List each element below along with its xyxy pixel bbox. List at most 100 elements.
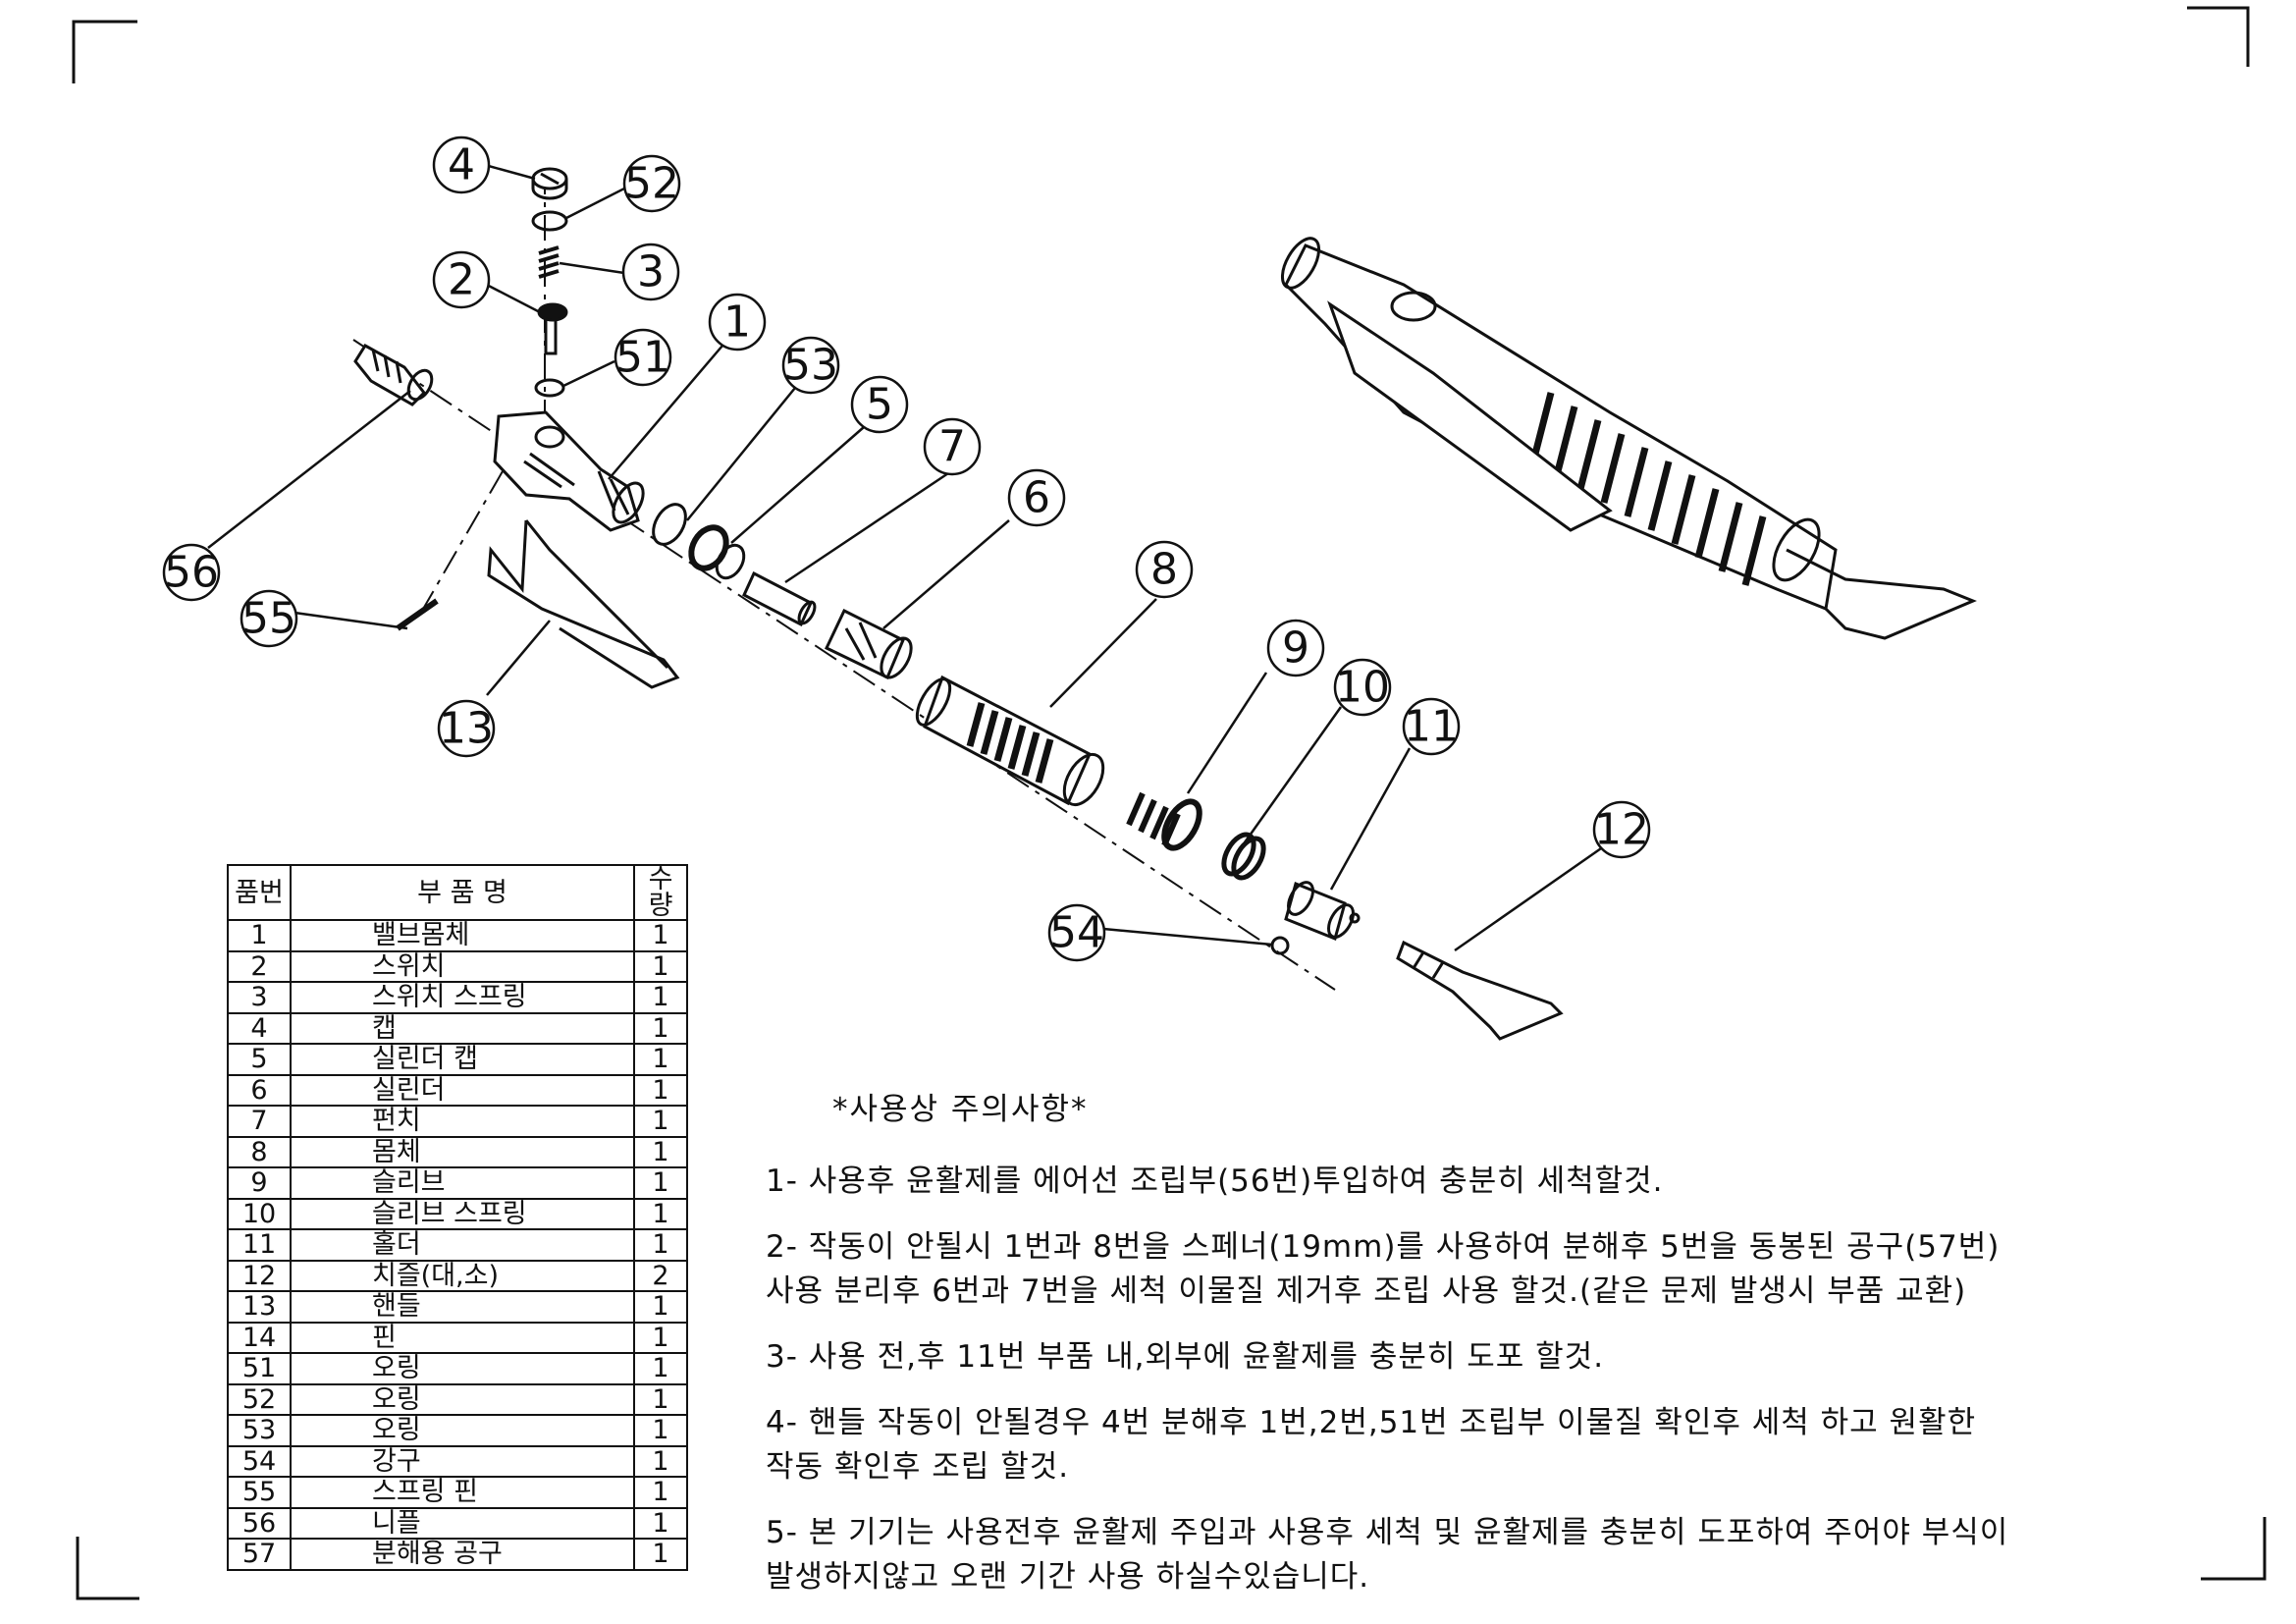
precaution-item: 4- 핸들 작동이 안될경우 4번 분해후 1번,2번,51번 조립부 이물질 …	[766, 1401, 2248, 1489]
part-number-cell: 53	[227, 1414, 292, 1447]
part-name-cell: 펀치	[290, 1105, 635, 1138]
part-name-cell: 캡	[290, 1011, 635, 1045]
callout-52: 52	[622, 154, 681, 213]
part-name-cell: 오링	[290, 1382, 635, 1416]
callout-7: 7	[923, 417, 982, 476]
callout-11: 11	[1402, 697, 1461, 756]
quantity-cell: 1	[633, 1321, 688, 1354]
callout-6: 6	[1007, 468, 1066, 527]
part-number-cell: 2	[227, 949, 292, 983]
part-number-cell: 54	[227, 1444, 292, 1478]
header-part-number: 품번	[227, 864, 292, 921]
callout-12: 12	[1592, 800, 1651, 859]
precaution-item: 2- 작동이 안될시 1번과 8번을 스페너(19mm)를 사용하여 분해후 5…	[766, 1225, 2248, 1314]
part-steel-ball	[1270, 936, 1290, 955]
part-number-cell: 11	[227, 1228, 292, 1262]
crop-mark-bottom-left	[76, 1537, 139, 1600]
part-nipple	[353, 344, 434, 406]
callout-1: 1	[708, 293, 767, 352]
callout-51: 51	[614, 328, 672, 387]
part-number-cell: 9	[227, 1166, 292, 1200]
part-sleeve	[1126, 791, 1202, 851]
part-name-cell: 핸들	[290, 1290, 635, 1324]
quantity-cell: 1	[633, 1073, 688, 1107]
callout-4: 4	[432, 135, 491, 194]
quantity-cell: 1	[633, 1352, 688, 1385]
part-number-cell: 8	[227, 1135, 292, 1168]
part-number-cell: 13	[227, 1290, 292, 1324]
quantity-cell: 1	[633, 1105, 688, 1138]
part-number-cell: 56	[227, 1506, 292, 1540]
quantity-cell: 1	[633, 1290, 688, 1324]
precaution-item: 1- 사용후 윤활제를 에어선 조립부(56번)투입하여 충분히 세척할것.	[766, 1160, 2248, 1204]
part-name-cell: 핀	[290, 1321, 635, 1354]
part-name-cell: 강구	[290, 1444, 635, 1478]
quantity-cell: 1	[633, 981, 688, 1014]
part-name-cell: 오링	[290, 1414, 635, 1447]
svg-text:56: 56	[164, 548, 219, 598]
precaution-line: 발생하지않고 오랜 기간 사용 하실수있습니다.	[766, 1558, 1370, 1595]
svg-text:8: 8	[1150, 545, 1178, 595]
quantity-cell: 1	[633, 1197, 688, 1230]
part-name-cell: 실린더 캡	[290, 1043, 635, 1076]
part-holder	[1284, 881, 1361, 942]
part-name-cell: 스위치	[290, 949, 635, 983]
precaution-line: 1- 사용후 윤활제를 에어선 조립부(56번)투입하여 충분히 세척할것.	[766, 1163, 1664, 1199]
usage-precautions: *사용상 주의사항* 1- 사용후 윤활제를 에어선 조립부(56번)투입하여 …	[766, 1088, 2248, 1620]
callout-labels: 4 52 3 2 51 1 53 5 7 6 8 9 10 11 12 54 5…	[162, 135, 1651, 962]
part-handle	[487, 519, 680, 689]
part-number-cell: 14	[227, 1321, 292, 1354]
callout-56: 56	[162, 543, 221, 602]
header-part-name: 부 품 명	[290, 864, 635, 921]
leader-lines	[207, 163, 1605, 952]
callout-13: 13	[437, 699, 496, 758]
precaution-line: 4- 핸들 작동이 안될경우 4번 분해후 1번,2번,51번 조립부 이물질 …	[766, 1404, 1977, 1440]
part-number-cell: 7	[227, 1105, 292, 1138]
precaution-line: 5- 본 기기는 사용전후 윤활제 주입과 사용후 세척 및 윤활제를 충분히 …	[766, 1514, 2009, 1550]
precautions-title: *사용상 주의사항*	[832, 1092, 1089, 1127]
callout-10: 10	[1333, 658, 1392, 717]
precaution-item: 3- 사용 전,후 11번 부품 내,외부에 윤활제를 충분히 도포 할것.	[766, 1335, 2248, 1380]
part-number-cell: 10	[227, 1197, 292, 1230]
crop-mark-top-left	[72, 20, 137, 83]
quantity-cell: 1	[633, 1011, 688, 1045]
svg-text:6: 6	[1023, 473, 1050, 523]
callout-54: 54	[1047, 903, 1106, 962]
part-number-cell: 6	[227, 1073, 292, 1107]
quantity-cell: 1	[633, 1228, 688, 1262]
part-body	[915, 675, 1105, 807]
precaution-item: 5- 본 기기는 사용전후 윤활제 주입과 사용후 세척 및 윤활제를 충분히 …	[766, 1511, 2248, 1599]
part-name-cell: 스위치 스프링	[290, 981, 635, 1014]
callout-55: 55	[240, 589, 298, 648]
part-name-cell: 실린더	[290, 1073, 635, 1107]
assembled-tool-illustration	[1280, 237, 1977, 640]
part-switch-spring	[538, 245, 560, 279]
part-name-cell: 니플	[290, 1506, 635, 1540]
part-cap	[531, 167, 568, 200]
svg-text:9: 9	[1282, 623, 1309, 674]
precaution-line: 사용 분리후 6번과 7번을 세척 이물질 제거후 조립 사용 할것.(같은 문…	[766, 1272, 1967, 1309]
part-number-cell: 52	[227, 1382, 292, 1416]
part-number-cell: 12	[227, 1259, 292, 1292]
callout-9: 9	[1266, 619, 1325, 677]
part-number-cell: 51	[227, 1352, 292, 1385]
callout-53: 53	[781, 336, 840, 395]
svg-text:7: 7	[938, 422, 966, 472]
part-name-cell: 몸체	[290, 1135, 635, 1168]
svg-text:51: 51	[615, 333, 670, 383]
part-cylinder	[825, 608, 913, 680]
part-number-cell: 3	[227, 981, 292, 1014]
